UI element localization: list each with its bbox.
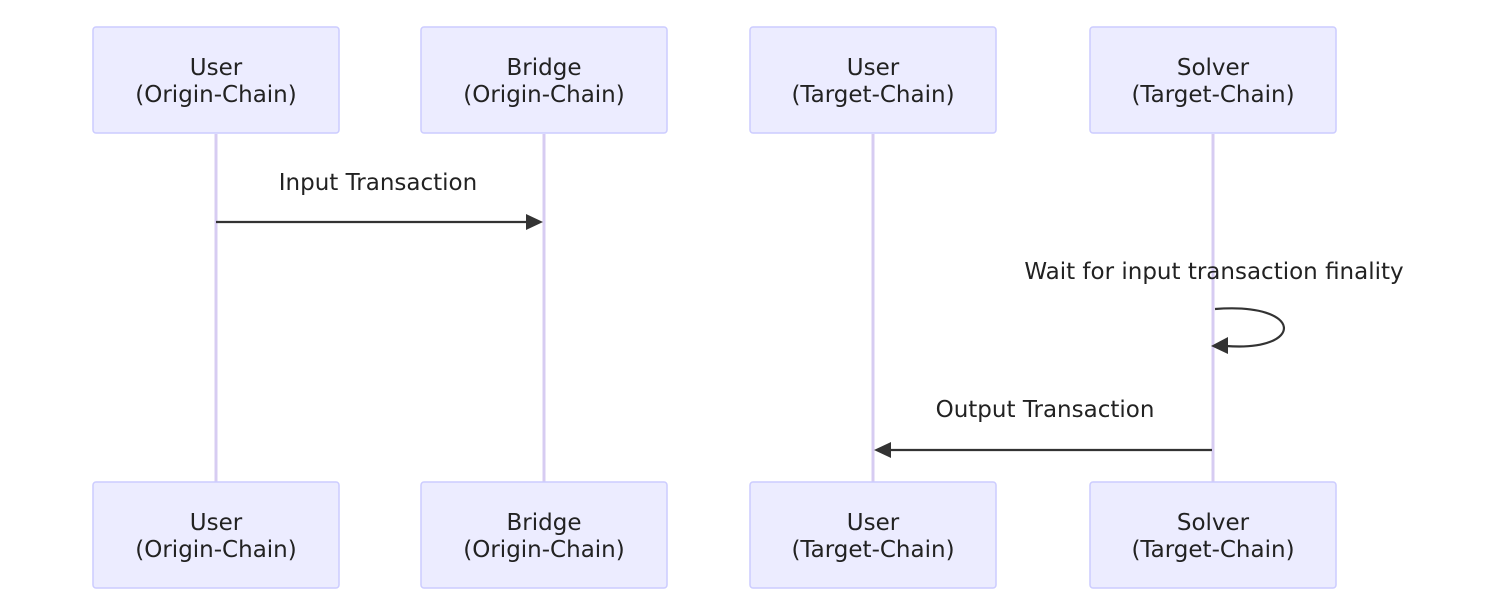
actor-label-line1: Bridge xyxy=(507,510,582,536)
arrowhead-icon xyxy=(874,442,891,458)
actor-label-line1: Solver xyxy=(1177,510,1250,536)
actor-label-line1: Bridge xyxy=(507,55,582,81)
actor-bottom-user-target: User (Target-Chain) xyxy=(749,481,997,589)
actor-bottom-solver-target: Solver (Target-Chain) xyxy=(1089,481,1337,589)
actor-top-bridge-origin: Bridge (Origin-Chain) xyxy=(420,26,668,134)
arrowhead-icon xyxy=(526,214,543,230)
message-label: Wait for input transaction finality xyxy=(1024,259,1403,285)
actor-label-line1: Solver xyxy=(1177,55,1250,81)
actor-bottom-bridge-origin: Bridge (Origin-Chain) xyxy=(420,481,668,589)
actor-label-line1: User xyxy=(190,510,243,536)
actor-label-line2: (Origin-Chain) xyxy=(135,82,296,108)
actor-top-solver-target: Solver (Target-Chain) xyxy=(1089,26,1337,134)
actor-label-line1: User xyxy=(190,55,243,81)
actor-label-line2: (Target-Chain) xyxy=(791,537,954,563)
message-wait-finality: Wait for input transaction finality xyxy=(1024,259,1404,354)
actor-top-user-target: User (Target-Chain) xyxy=(749,26,997,134)
actor-label-line2: (Origin-Chain) xyxy=(463,82,624,108)
actor-label-line1: User xyxy=(847,510,900,536)
message-label: Output Transaction xyxy=(936,397,1155,423)
message-input-transaction: Input Transaction xyxy=(216,170,543,230)
message-output-transaction: Output Transaction xyxy=(874,397,1212,458)
actor-bottom-user-origin: User (Origin-Chain) xyxy=(92,481,340,589)
message-label: Input Transaction xyxy=(279,170,477,196)
self-loop-line xyxy=(1214,307,1285,348)
actor-label-line2: (Origin-Chain) xyxy=(463,537,624,563)
arrowhead-icon xyxy=(1211,337,1228,354)
actor-label-line2: (Origin-Chain) xyxy=(135,537,296,563)
actor-label-line2: (Target-Chain) xyxy=(791,82,954,108)
actor-top-user-origin: User (Origin-Chain) xyxy=(92,26,340,134)
actor-label-line2: (Target-Chain) xyxy=(1131,537,1294,563)
actor-label-line1: User xyxy=(847,55,900,81)
actor-label-line2: (Target-Chain) xyxy=(1131,82,1294,108)
